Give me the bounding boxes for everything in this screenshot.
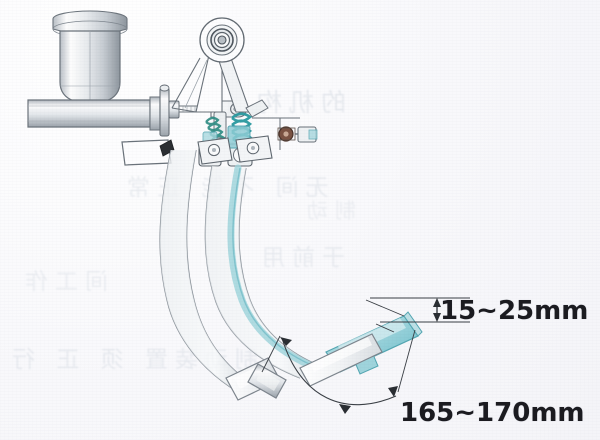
dimension-label-free-play: 15~25mm	[440, 296, 589, 326]
master-cylinder-body	[27, 96, 161, 131]
pedal-pivot-assembly	[171, 17, 251, 113]
pedal-pad-lower	[225, 357, 287, 401]
pedal-pad-mid	[299, 333, 383, 387]
dimension-free-play	[365, 297, 470, 333]
cylinder-mounting-boss	[159, 84, 180, 137]
dimension-label-pedal-height: 165~170mm	[400, 398, 585, 428]
stop-lamp-switch	[252, 117, 318, 150]
pedal-arm-attachments	[197, 135, 273, 165]
mounting-bracket-tab	[121, 139, 175, 166]
pedal-arm-front	[204, 164, 331, 379]
dimension-pedal-height	[261, 329, 416, 414]
pedal-arm-rear	[159, 149, 253, 393]
